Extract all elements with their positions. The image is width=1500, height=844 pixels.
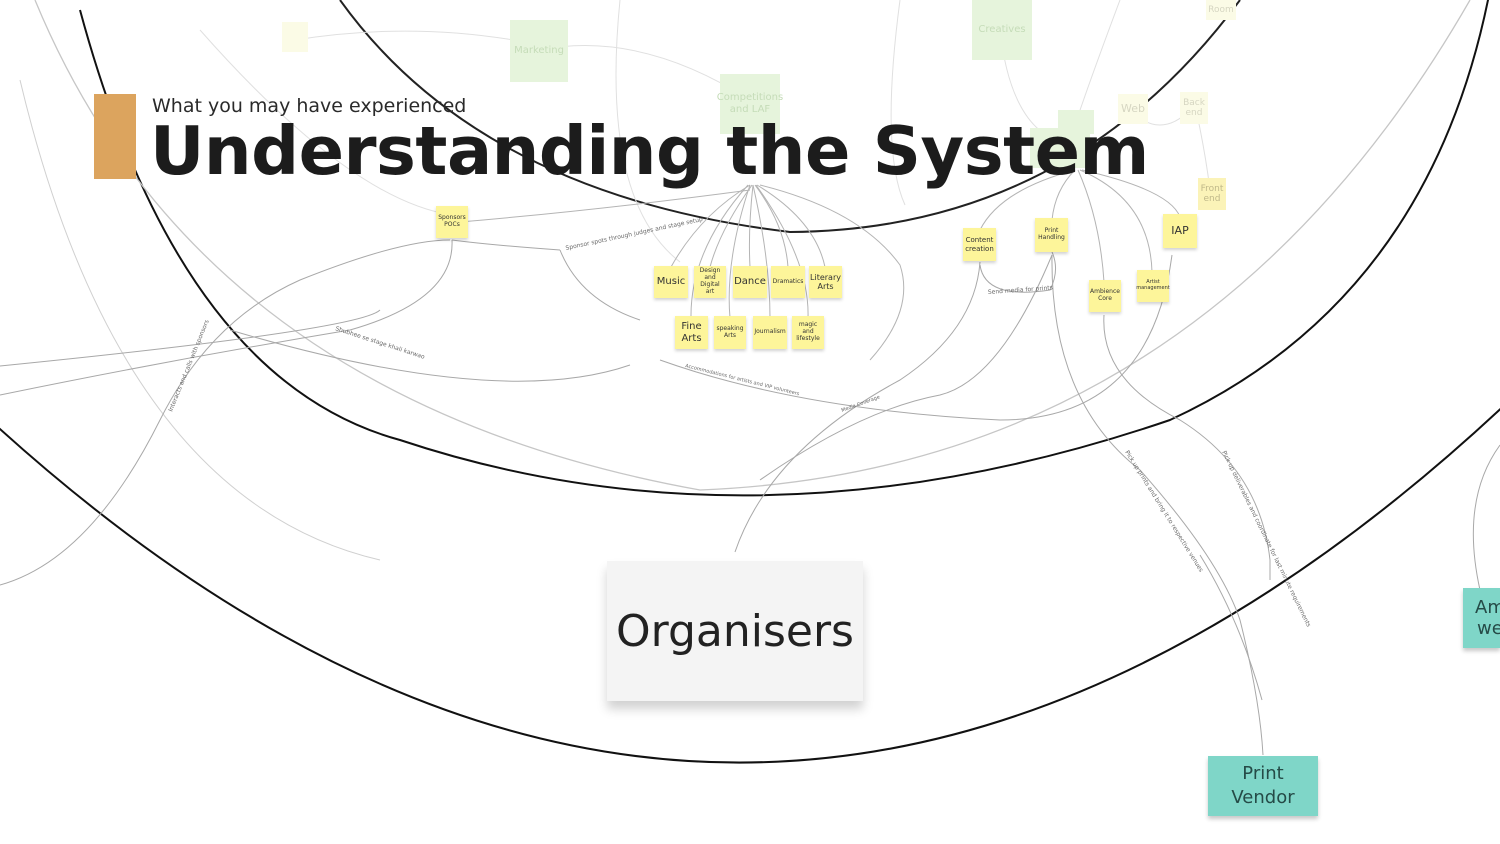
note-dramatics[interactable]: Dramatics — [771, 266, 805, 298]
note-design-digital-art[interactable]: Design and Digital art — [694, 266, 726, 298]
note-magic-lifestyle[interactable]: magic and lifestyle — [792, 316, 824, 349]
node-front-end[interactable]: Front end — [1198, 178, 1226, 210]
edge-label-sponsor-spots: Sponsor spots through judges and stage s… — [565, 216, 704, 252]
node-competitions[interactable]: Competitions and LAF — [717, 74, 783, 134]
title-accent-bar — [94, 94, 136, 179]
page-subtitle: What you may have experienced — [152, 95, 467, 117]
edge-label-send-media: Send media for prints — [988, 284, 1053, 296]
faded-note-small — [282, 22, 308, 52]
note-music[interactable]: Music — [654, 266, 688, 298]
note-artist-management[interactable]: Artist management — [1136, 270, 1170, 302]
note-journalism[interactable]: Journalism — [753, 316, 787, 349]
edge-label-pick-deliverables: Pick up deliverables and coordinate for … — [1220, 450, 1312, 628]
edge-label-interacts: Interacts and calls with sponsors — [167, 319, 210, 413]
node-creatives[interactable]: Creatives — [972, 0, 1032, 60]
node-web[interactable]: Web — [1118, 94, 1148, 124]
middle-ring — [79, 0, 1489, 497]
outer-ring — [0, 407, 1500, 764]
edge-label-media-coverage: Media Coverage — [841, 394, 881, 414]
edge-label-shubhee: Shubhee se stage khali karwao — [334, 325, 425, 361]
faint-ring-1 — [34, 0, 1471, 491]
note-ambience-core[interactable]: Ambience Core — [1089, 280, 1121, 312]
note-content-creation[interactable]: Content creation — [963, 228, 996, 261]
note-literary-arts[interactable]: Literary Arts — [809, 266, 842, 298]
node-marketing[interactable]: Marketing — [510, 20, 568, 82]
edge-label-accommodations: Accommodations for artists and VIP volun… — [685, 363, 801, 397]
edge-label-pick-up-prints: Pick up prints and bring it to respectiv… — [1123, 449, 1204, 573]
node-room[interactable]: Room — [1206, 0, 1236, 20]
partial-vendor-node[interactable]: Am we — [1463, 588, 1500, 648]
page-title: Understanding the System — [150, 112, 1149, 190]
note-print-handling[interactable]: Print Handling — [1035, 218, 1068, 252]
note-iap[interactable]: IAP — [1163, 214, 1197, 248]
faint-ring-2 — [19, 79, 381, 561]
print-vendor-node[interactable]: Print Vendor — [1208, 756, 1318, 816]
note-sponsors-pocs[interactable]: Sponsors POCs — [436, 206, 468, 238]
note-speaking-arts[interactable]: speaking Arts — [714, 316, 746, 349]
node-creatives-hub — [1030, 128, 1090, 168]
note-fine-arts[interactable]: Fine Arts — [675, 316, 708, 349]
node-back-end[interactable]: Back end — [1180, 92, 1208, 124]
organisers-node[interactable]: Organisers — [607, 561, 863, 701]
note-dance[interactable]: Dance — [733, 266, 767, 298]
